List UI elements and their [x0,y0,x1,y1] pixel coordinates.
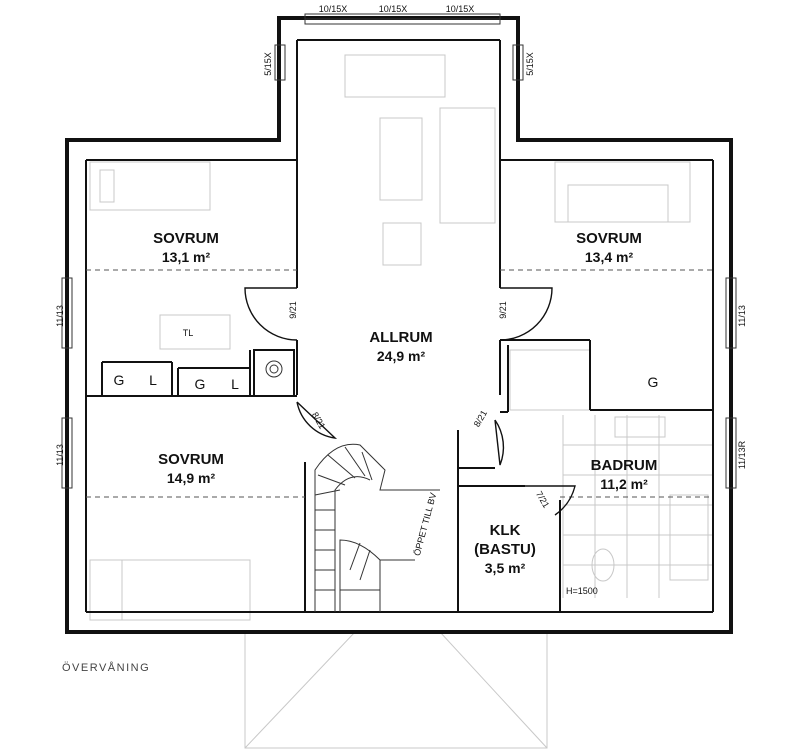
room-name-sovrum-ne: SOVRUM [576,230,642,247]
windows [61,13,737,489]
room-name-sovrum-nw: SOVRUM [153,230,219,247]
window-label-west-1: 11/13 [55,305,65,327]
window-label-east-2: 11/13R [737,440,747,469]
door-label-klk: 7/21 [534,489,551,509]
window-label-top-1: 10/15X [319,4,348,14]
interior-walls [85,39,714,613]
window-label-west-2: 11/13 [55,444,65,466]
room-area-allrum: 24,9 m² [377,348,426,364]
exterior-wall [65,16,733,634]
label-tl: TL [183,328,194,338]
label-g2: G [195,376,206,392]
room-area-klk: 3,5 m² [485,560,526,576]
label-l1: L [149,372,157,388]
stair-label: ÖPPET TILL BV [412,492,438,557]
doors [244,287,576,516]
window-label-top-2: 10/15X [379,4,408,14]
staircase [314,443,440,612]
door-label-nw: 9/21 [288,301,298,319]
label-g1: G [114,372,125,388]
furniture [89,54,713,621]
window-label-top-3: 10/15X [446,4,475,14]
height-label: H=1500 [566,586,598,596]
window-label-right-top: 5/15X [525,52,535,76]
window-label-left-top: 5/15X [263,52,273,76]
floor-label: ÖVERVÅNING [62,661,150,674]
door-label-ne: 9/21 [498,301,508,319]
room-name-klk: KLK [490,522,521,539]
window-label-east-1: 11/13 [737,305,747,327]
slope-lines [86,269,713,498]
room-area-badrum: 11,2 m² [600,476,648,492]
roof-outline [244,631,548,749]
room-area-sovrum-sw: 14,9 m² [167,470,216,486]
door-label-se: 8/21 [472,408,489,428]
room-name-allrum: ALLRUM [369,329,432,346]
room-name-badrum: BADRUM [591,457,658,474]
label-l2: L [231,376,239,392]
room-name-sovrum-sw: SOVRUM [158,451,224,468]
room-name-klk-bastu: (BASTU) [474,541,536,558]
room-area-sovrum-nw: 13,1 m² [162,249,211,265]
room-area-sovrum-ne: 13,4 m² [585,249,634,265]
label-g-bath: G [648,374,659,390]
